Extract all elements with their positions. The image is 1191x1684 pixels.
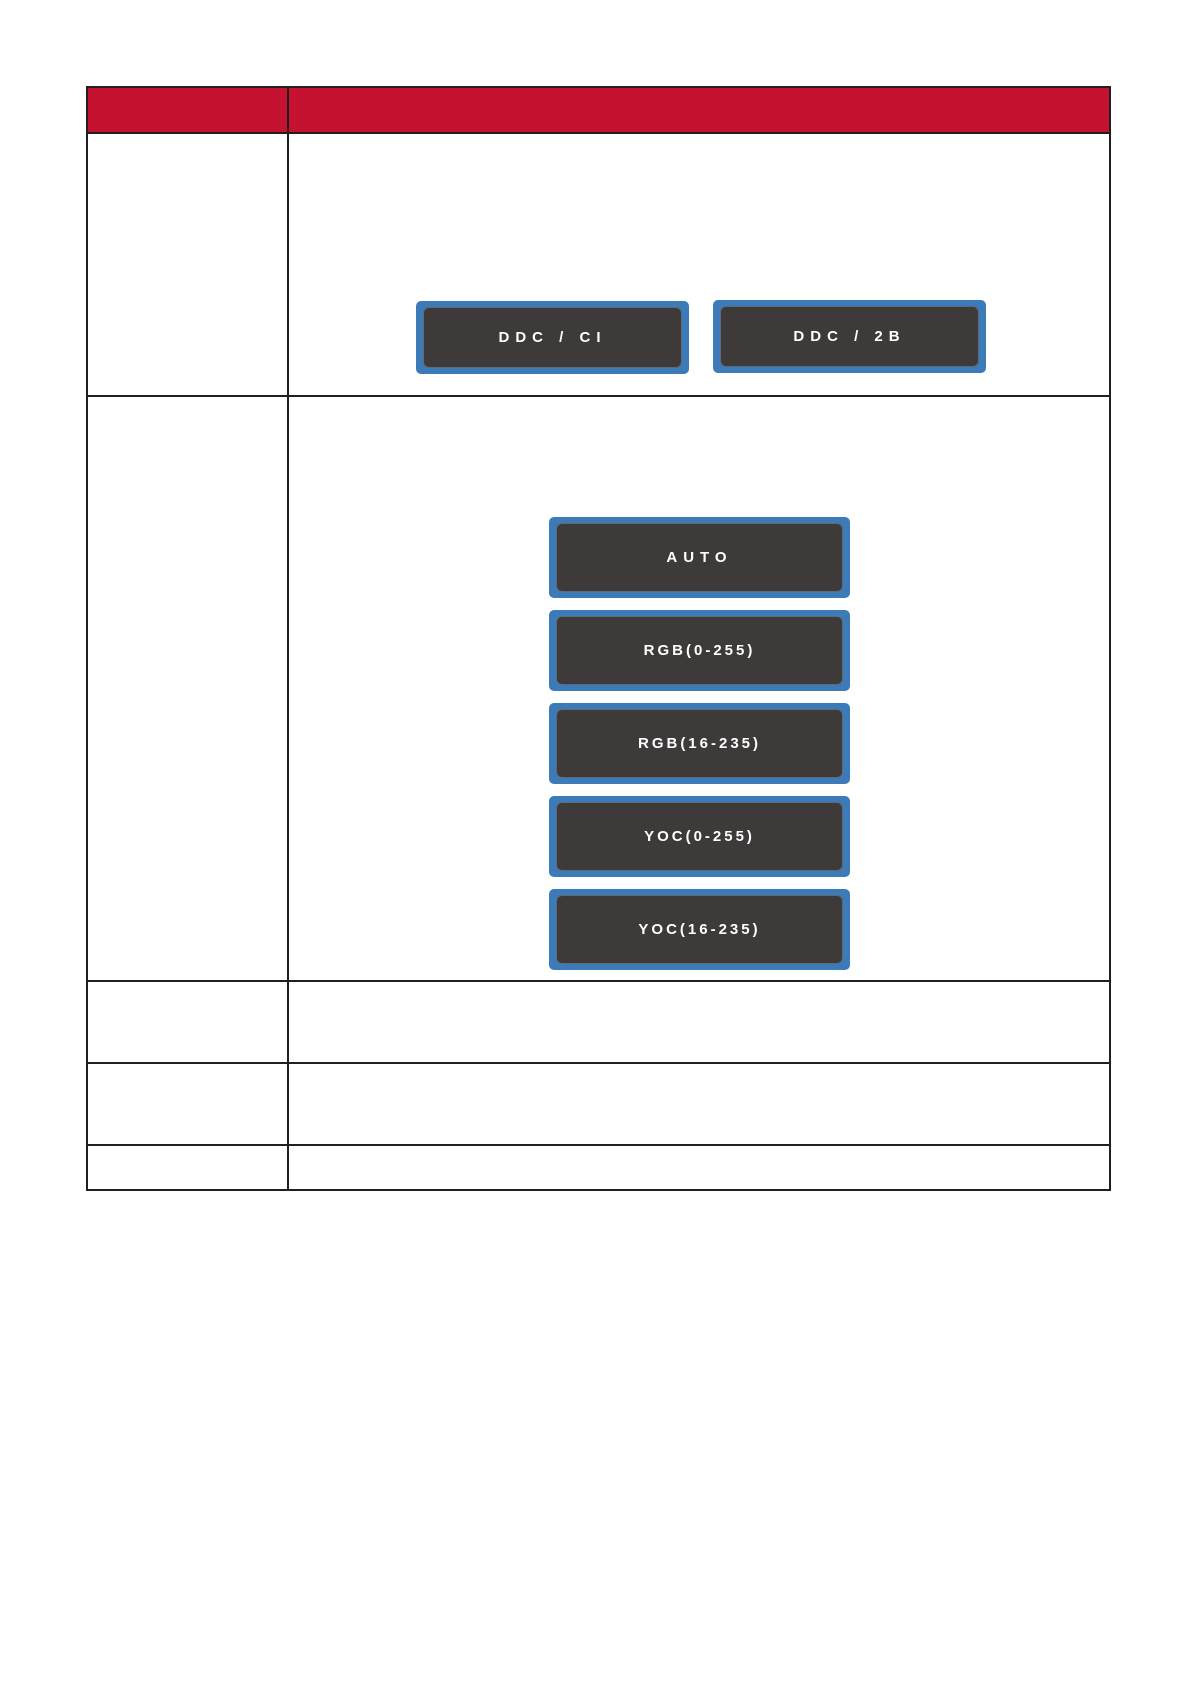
range-rgb-0-255-button-label: RGB(0-255) <box>556 616 843 685</box>
range-yoc-0-255-button[interactable]: YOC(0-255) <box>549 796 850 877</box>
range-auto-button-label: AUTO <box>556 523 843 592</box>
row-label-cell <box>86 132 289 397</box>
row-description-cell <box>287 1144 1111 1191</box>
range-rgb-16-235-button-label: RGB(16-235) <box>556 709 843 778</box>
ddc-2b-button[interactable]: DDC / 2B <box>713 300 986 373</box>
table-header-row <box>86 86 1111 134</box>
row-description-cell: DDC / CI DDC / 2B <box>287 132 1111 397</box>
row-description-cell <box>287 1062 1111 1146</box>
header-cell-left <box>86 86 289 134</box>
range-yoc-16-235-button-label: YOC(16-235) <box>556 895 843 964</box>
ddc-ci-button-label: DDC / CI <box>423 307 682 368</box>
row-description-cell: AUTO RGB(0-255) RGB(16-235) YOC(0-255) Y… <box>287 395 1111 982</box>
table-row <box>86 1062 1111 1146</box>
range-yoc-0-255-button-label: YOC(0-255) <box>556 802 843 871</box>
ddc-ci-button[interactable]: DDC / CI <box>416 301 689 374</box>
row-description-cell <box>287 980 1111 1064</box>
settings-table: DDC / CI DDC / 2B AUTO RGB(0-255) RGB(16… <box>86 86 1111 1191</box>
range-rgb-0-255-button[interactable]: RGB(0-255) <box>549 610 850 691</box>
range-rgb-16-235-button[interactable]: RGB(16-235) <box>549 703 850 784</box>
range-auto-button[interactable]: AUTO <box>549 517 850 598</box>
table-row: AUTO RGB(0-255) RGB(16-235) YOC(0-255) Y… <box>86 395 1111 982</box>
range-yoc-16-235-button[interactable]: YOC(16-235) <box>549 889 850 970</box>
table-row <box>86 980 1111 1064</box>
row-label-cell <box>86 980 289 1064</box>
ddc-2b-button-label: DDC / 2B <box>720 306 979 367</box>
table-row: DDC / CI DDC / 2B <box>86 132 1111 397</box>
row-label-cell <box>86 395 289 982</box>
header-cell-right <box>287 86 1111 134</box>
row-label-cell <box>86 1144 289 1191</box>
table-row <box>86 1144 1111 1191</box>
row-label-cell <box>86 1062 289 1146</box>
